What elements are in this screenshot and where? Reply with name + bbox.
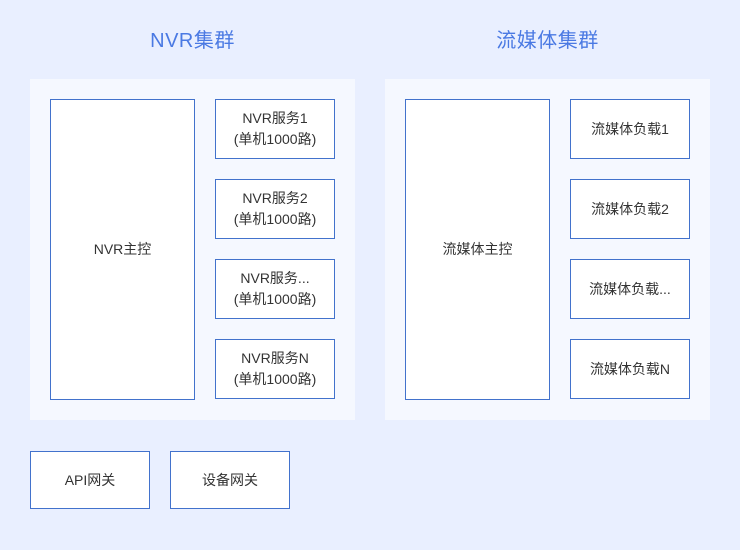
node-label-primary: 流媒体负载2 bbox=[591, 200, 669, 217]
node-device-gateway[interactable]: 设备网关 bbox=[170, 451, 290, 509]
node-label-primary: 流媒体负载N bbox=[589, 360, 671, 377]
node-media-load-n[interactable]: 流媒体负载N bbox=[570, 339, 690, 399]
node-label: 设备网关 bbox=[202, 471, 258, 488]
node-media-load-ellipsis[interactable]: 流媒体负载... bbox=[570, 259, 690, 319]
node-media-load-1[interactable]: 流媒体负载1 bbox=[570, 99, 690, 159]
node-label-secondary: (单机1000路) bbox=[233, 211, 317, 227]
node-label: 流媒体主控 bbox=[442, 241, 513, 257]
node-label-primary: 流媒体负载... bbox=[589, 280, 671, 297]
node-nvr-service-ellipsis[interactable]: NVR服务... (单机1000路) bbox=[215, 259, 335, 319]
node-media-load-2[interactable]: 流媒体负载2 bbox=[570, 179, 690, 239]
node-label-secondary: (单机1000路) bbox=[233, 131, 317, 147]
node-nvr-service-2[interactable]: NVR服务2 (单机1000路) bbox=[215, 179, 335, 239]
node-label-primary: NVR服务1 bbox=[242, 110, 308, 126]
node-label: API网关 bbox=[64, 471, 116, 488]
node-label-secondary: (单机1000路) bbox=[233, 371, 317, 387]
cluster-title-media: 流媒体集群 bbox=[496, 30, 599, 52]
node-nvr-service-1[interactable]: NVR服务1 (单机1000路) bbox=[215, 99, 335, 159]
node-nvr-service-n[interactable]: NVR服务N (单机1000路) bbox=[215, 339, 335, 399]
node-label-primary: NVR服务N bbox=[241, 350, 309, 366]
node-label-secondary: (单机1000路) bbox=[233, 291, 317, 307]
node-label-primary: 流媒体负载1 bbox=[591, 120, 669, 137]
node-media-master[interactable]: 流媒体主控 bbox=[405, 99, 550, 400]
node-api-gateway[interactable]: API网关 bbox=[30, 451, 150, 509]
node-label-primary: NVR服务... bbox=[240, 270, 310, 286]
node-label: NVR主控 bbox=[93, 241, 152, 257]
cluster-title-nvr: NVR集群 bbox=[150, 30, 235, 52]
node-nvr-master[interactable]: NVR主控 bbox=[50, 99, 195, 400]
node-label-primary: NVR服务2 bbox=[242, 190, 308, 206]
